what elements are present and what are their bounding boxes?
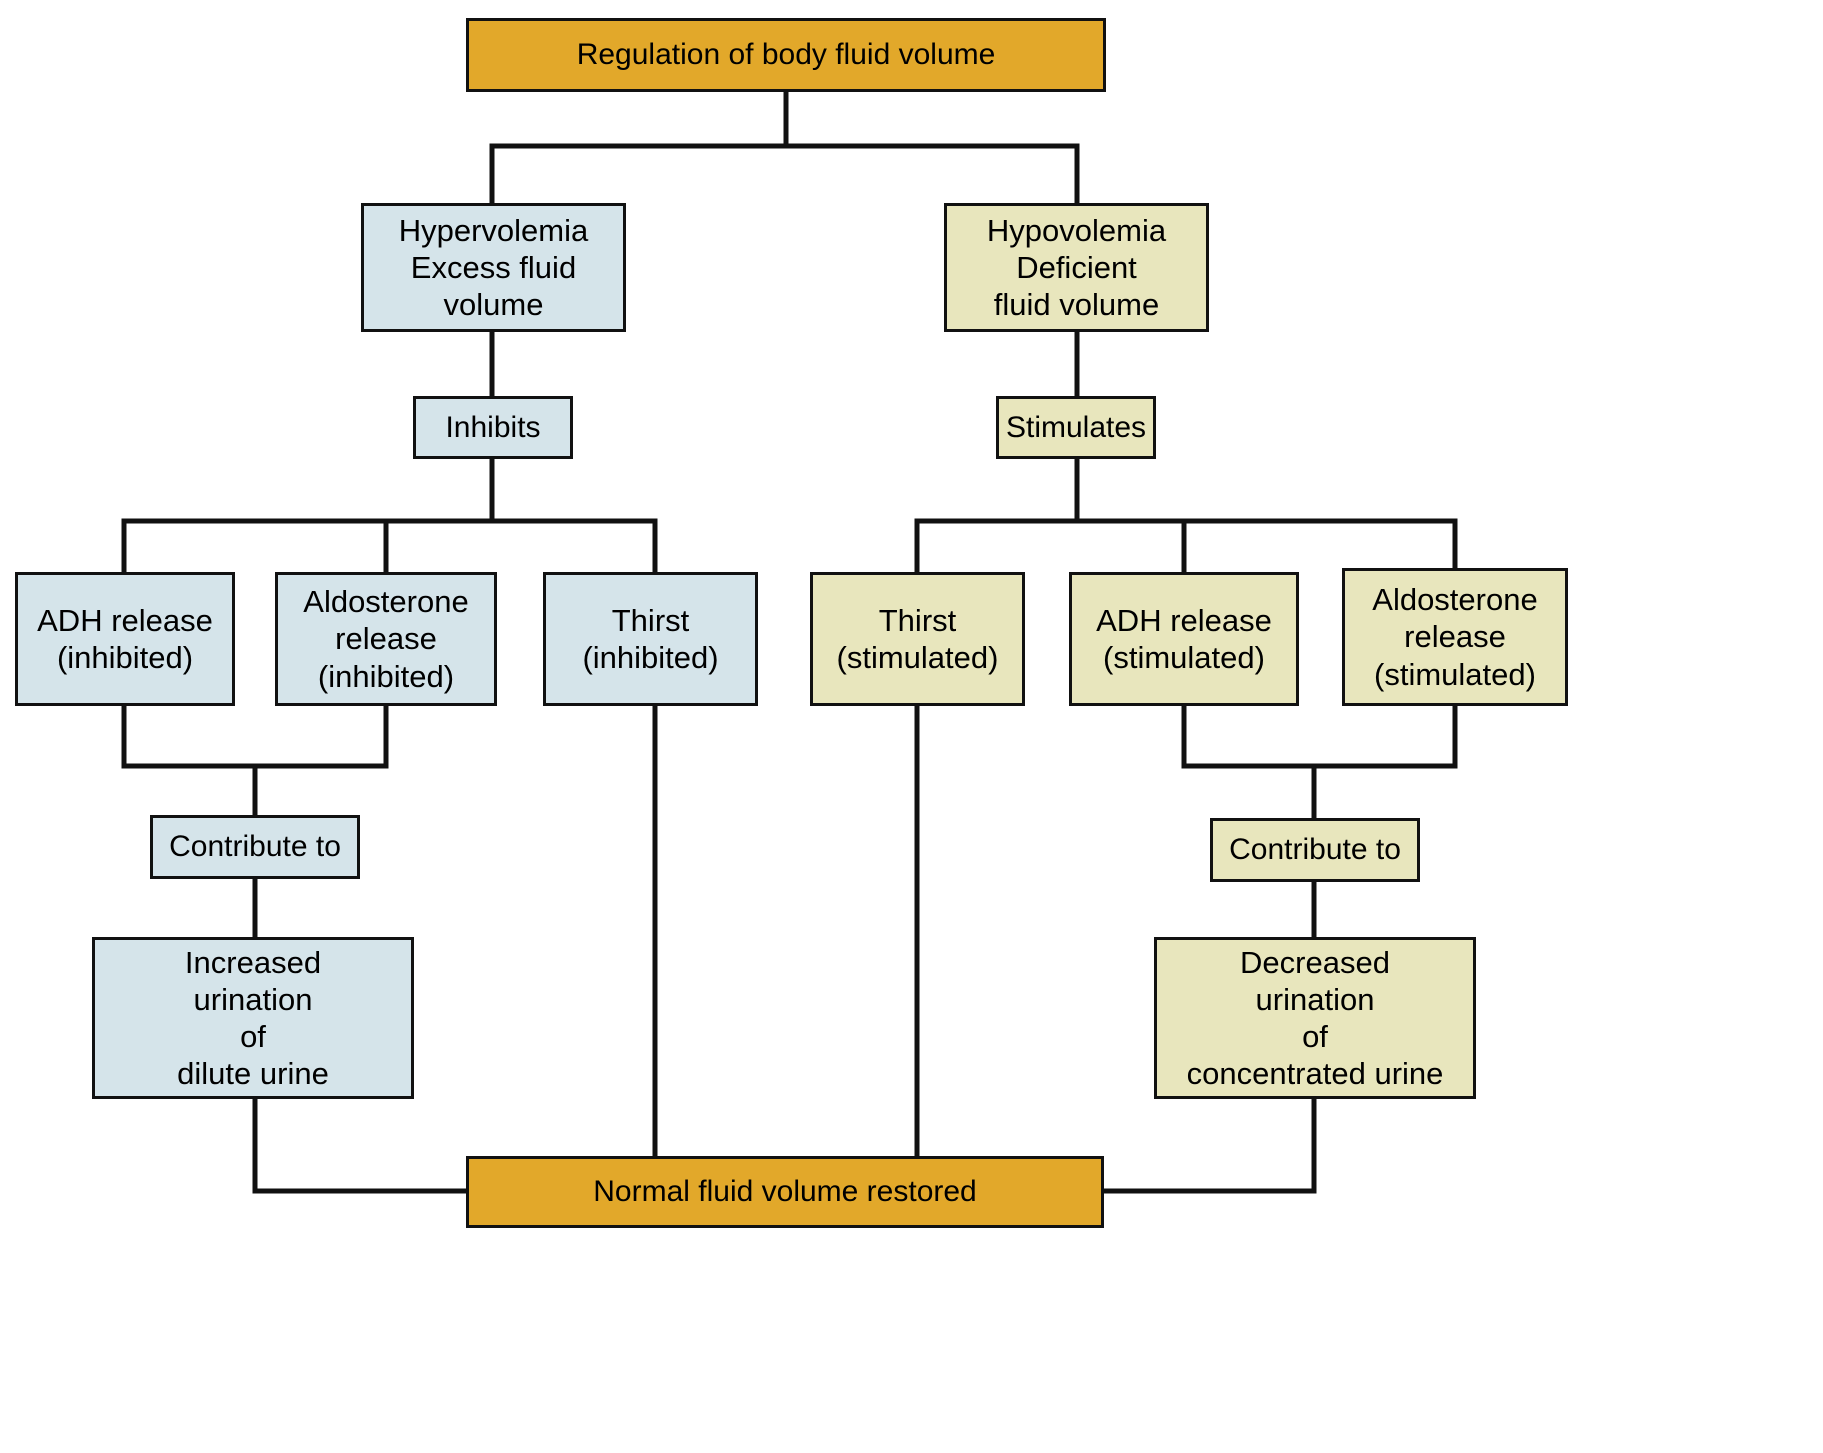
node-label: ADH release (inhibited) xyxy=(37,602,213,675)
node-thirst-stimulated[interactable]: Thirst (stimulated) xyxy=(810,572,1025,706)
node-adh-release-inhibited[interactable]: ADH release (inhibited) xyxy=(15,572,235,706)
node-increased-urination-dilute-urine[interactable]: Increased urination of dilute urine xyxy=(92,937,414,1099)
node-label: Hypovolemia Deficient fluid volume xyxy=(986,212,1167,323)
node-label: Contribute to xyxy=(169,830,341,863)
node-contribute-to-right[interactable]: Contribute to xyxy=(1210,818,1420,882)
node-thirst-inhibited[interactable]: Thirst (inhibited) xyxy=(543,572,758,706)
node-aldosterone-release-inhibited[interactable]: Aldosterone release (inhibited) xyxy=(275,572,497,706)
node-decreased-urination-concentrated-urine[interactable]: Decreased urination of concentrated urin… xyxy=(1154,937,1476,1099)
node-label: Aldosterone release (inhibited) xyxy=(303,584,469,694)
node-aldosterone-release-stimulated[interactable]: Aldosterone release (stimulated) xyxy=(1342,568,1568,706)
node-adh-release-stimulated[interactable]: ADH release (stimulated) xyxy=(1069,572,1299,706)
node-label: ADH release (stimulated) xyxy=(1096,602,1272,675)
node-hypovolemia[interactable]: Hypovolemia Deficient fluid volume xyxy=(944,203,1209,332)
node-normal-fluid-volume-restored[interactable]: Normal fluid volume restored xyxy=(466,1156,1104,1228)
node-inhibits[interactable]: Inhibits xyxy=(413,396,573,459)
node-stimulates[interactable]: Stimulates xyxy=(996,396,1156,459)
node-label: Regulation of body fluid volume xyxy=(576,38,996,71)
node-label: Contribute to xyxy=(1229,833,1401,866)
node-label: Hypervolemia Excess fluid volume xyxy=(398,212,589,323)
node-regulation-of-body-fluid-volume[interactable]: Regulation of body fluid volume xyxy=(466,18,1106,92)
node-label: Decreased urination of concentrated urin… xyxy=(1186,944,1444,1092)
node-label: Increased urination of dilute urine xyxy=(177,944,329,1092)
node-contribute-to-left[interactable]: Contribute to xyxy=(150,815,360,879)
node-label: Normal fluid volume restored xyxy=(593,1175,977,1208)
node-label: Thirst (stimulated) xyxy=(836,602,999,675)
node-label: Stimulates xyxy=(1005,410,1147,444)
node-label: Inhibits xyxy=(445,410,541,444)
node-label: Thirst (inhibited) xyxy=(582,602,719,675)
node-label: Aldosterone release (stimulated) xyxy=(1372,582,1538,692)
node-hypervolemia[interactable]: Hypervolemia Excess fluid volume xyxy=(361,203,626,332)
